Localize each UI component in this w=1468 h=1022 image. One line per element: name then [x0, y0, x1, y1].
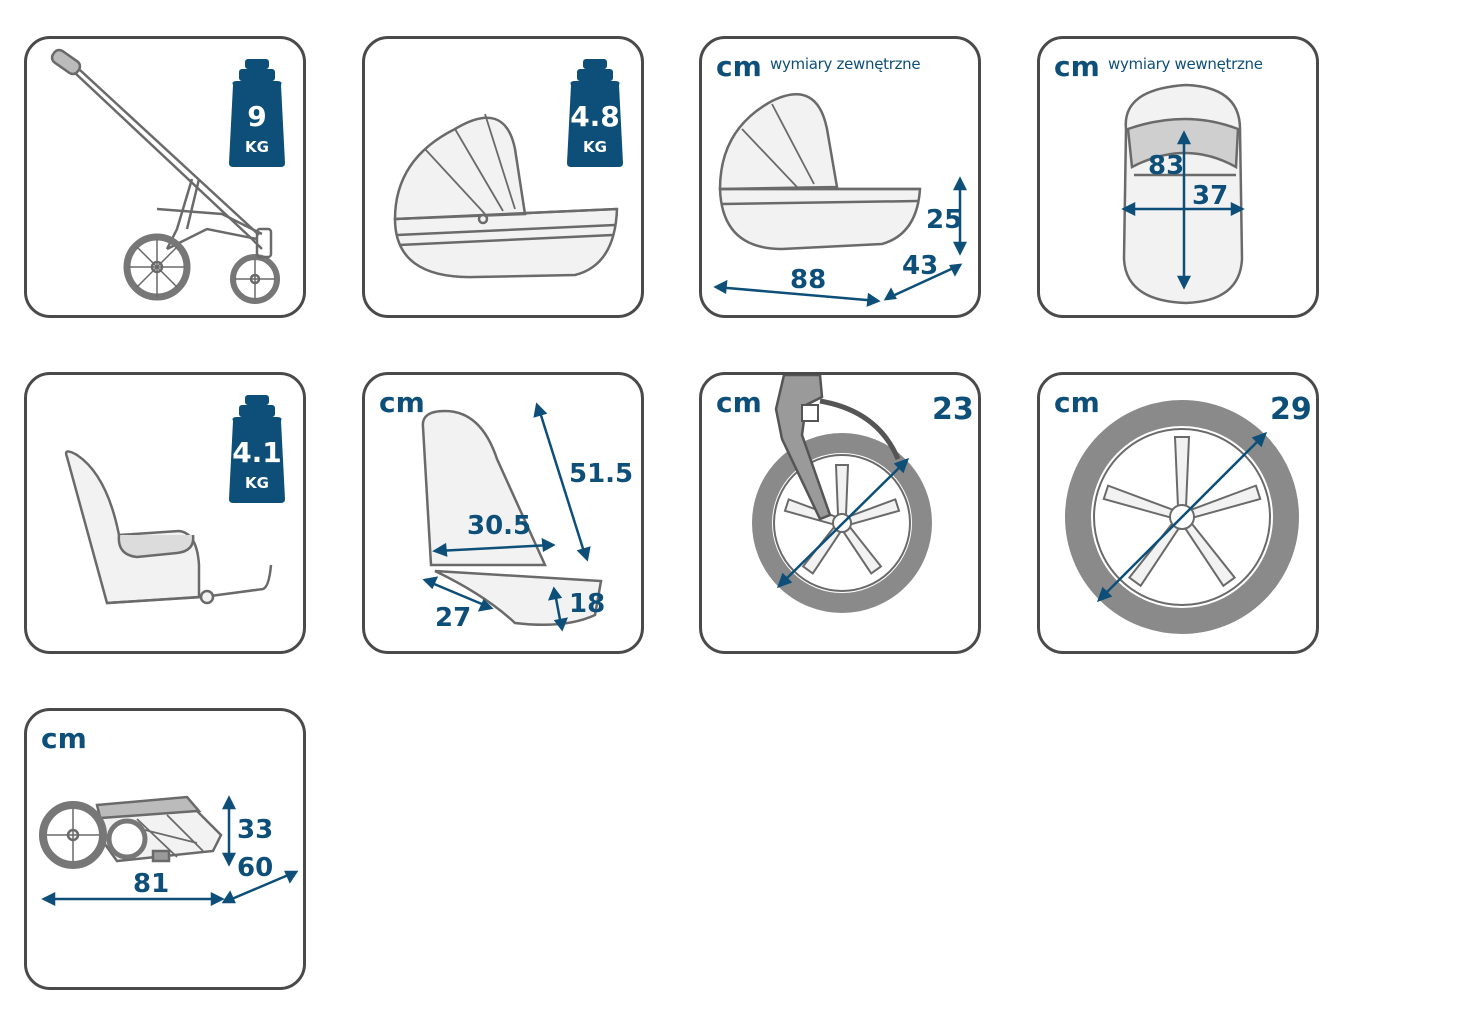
carrycot-side-icon [713, 93, 968, 307]
dim-diameter: 29 [1270, 392, 1312, 427]
weight-value: 9 [247, 100, 267, 133]
dim-footrest: 27 [435, 603, 472, 633]
weight-icon [229, 59, 285, 167]
dim-width: 37 [1192, 181, 1229, 211]
stroller-frame-icon [50, 48, 280, 304]
dim-length: 88 [790, 265, 827, 295]
weight-badge: 9 KG [227, 59, 287, 169]
unit-label: cm [41, 722, 87, 755]
tile-front-wheel: cm 23 [699, 372, 981, 654]
seat-dimensions-icon [421, 402, 603, 632]
dim-width: 60 [237, 853, 274, 883]
weight-unit: KG [245, 474, 269, 492]
carrycot-icon [393, 113, 619, 279]
caption: wymiary wewnętrzne [1108, 55, 1263, 73]
tile-carrycot: 4.8 KG [362, 36, 644, 318]
dim-backrest: 51.5 [569, 459, 634, 489]
front-wheel-icon [752, 375, 932, 613]
dim-length: 83 [1148, 151, 1185, 181]
tile-rear-wheel: cm 29 [1037, 372, 1319, 654]
dim-height: 25 [926, 205, 963, 235]
tile-folded: cm 81 60 33 [24, 708, 306, 990]
tile-carrycot-outer: cm wymiary zewnętrzne 88 43 25 [699, 36, 981, 318]
unit-label: cm [1054, 386, 1100, 419]
dim-leg: 18 [569, 589, 606, 619]
unit-label: cm [379, 386, 425, 419]
weight-unit: KG [583, 138, 607, 156]
tile-seat: 4.1 KG [24, 372, 306, 654]
weight-icon [229, 395, 285, 503]
caption: wymiary zewnętrzne [770, 55, 921, 73]
folded-stroller-icon [39, 795, 299, 907]
unit-label: cm [1054, 50, 1100, 83]
unit-label: cm [716, 50, 762, 83]
tile-carrycot-inner: cm wymiary wewnętrzne 83 37 [1037, 36, 1319, 318]
rear-wheel-icon [1065, 400, 1299, 634]
weight-icon [567, 59, 623, 167]
dim-length: 81 [133, 869, 170, 899]
unit-label: cm [716, 386, 762, 419]
weight-value: 4.8 [570, 100, 620, 133]
tile-frame: 9 KG [24, 36, 306, 318]
weight-unit: KG [245, 138, 269, 156]
weight-badge: 4.8 KG [565, 59, 625, 169]
weight-value: 4.1 [232, 436, 282, 469]
dim-width: 30.5 [467, 511, 532, 541]
weight-badge: 4.1 KG [227, 395, 287, 505]
seat-unit-icon [64, 450, 273, 605]
tile-seat-dimensions: cm 51.5 30.5 27 18 [362, 372, 644, 654]
dim-width: 43 [902, 251, 939, 281]
dim-diameter: 23 [932, 392, 974, 427]
dim-height: 33 [237, 815, 274, 845]
carrycot-top-icon [1121, 83, 1245, 305]
